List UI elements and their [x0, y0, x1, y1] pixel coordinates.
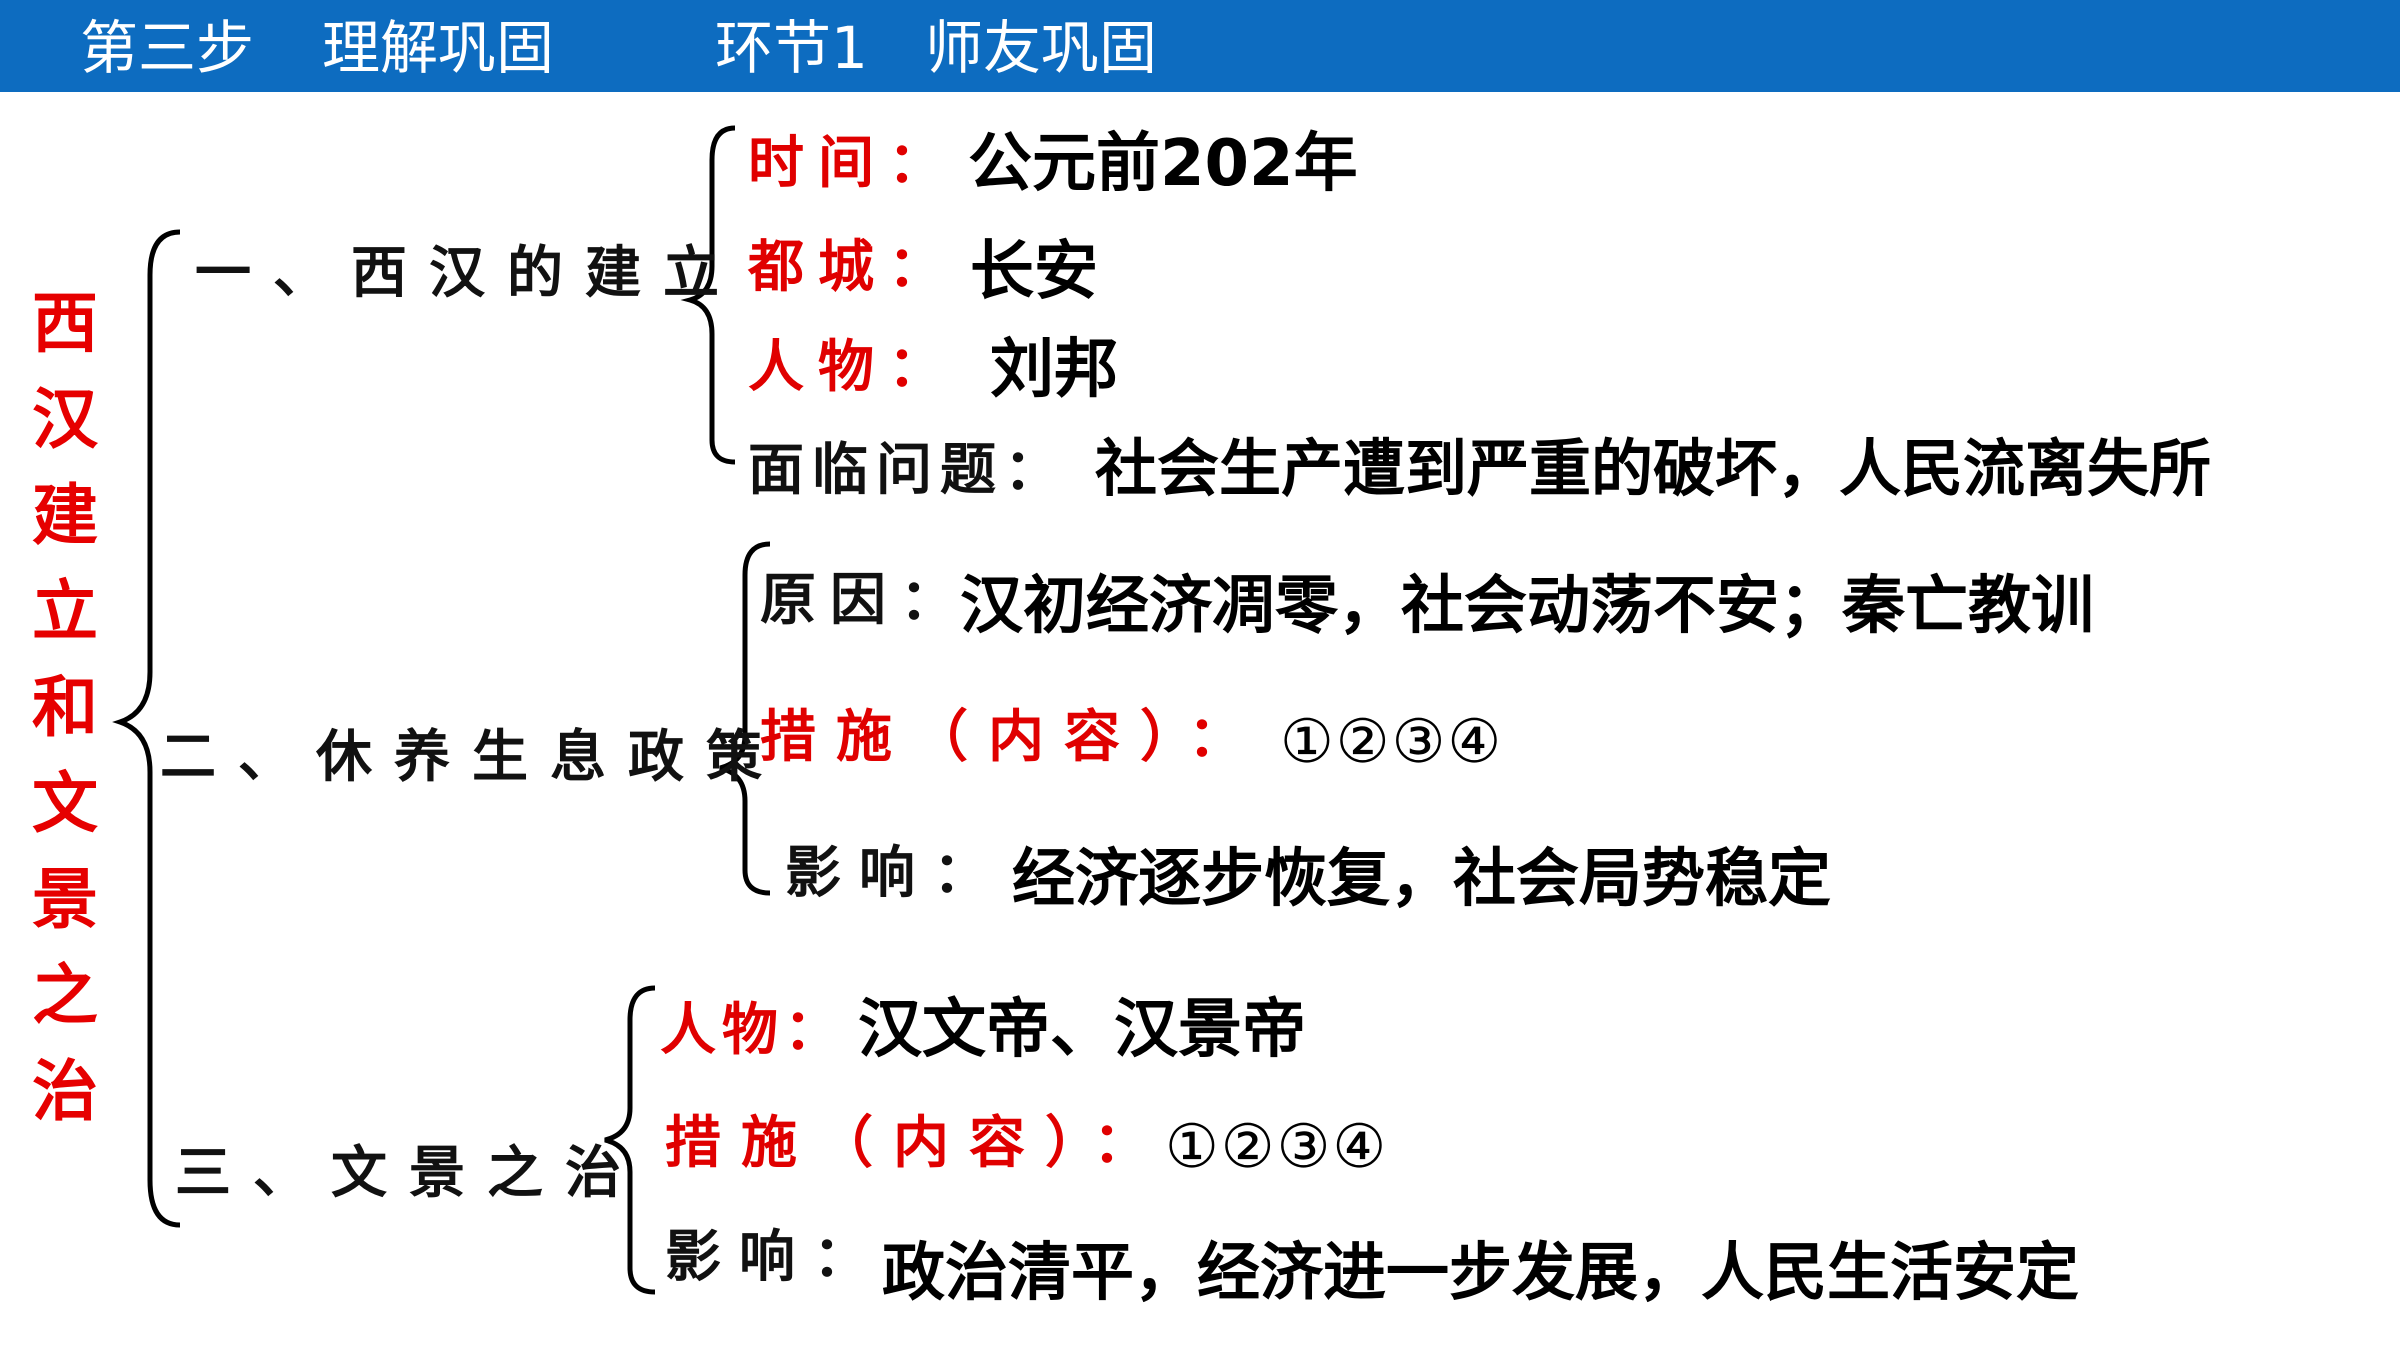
- main-title-char: 和: [32, 668, 98, 746]
- label-problem: 面临问题：: [748, 437, 1068, 503]
- brace-section-2: [719, 541, 771, 896]
- section-heading-2: 二、休养生息政策: [160, 724, 784, 790]
- label-time: 时间：: [748, 130, 958, 196]
- label-measures-2: 措施（内容）：: [760, 704, 1264, 770]
- main-title-char: 汉: [32, 380, 98, 458]
- label-person-3: 人物：: [660, 997, 846, 1063]
- main-title-char: 治: [32, 1052, 98, 1130]
- value-reason: 汉初经济凋零，社会动荡不安；秦亡教训: [960, 569, 2094, 642]
- main-title-char: 景: [32, 860, 98, 938]
- brace-section-3: [604, 985, 656, 1295]
- value-impact-2: 经济逐步恢复，社会局势稳定: [1012, 842, 1831, 915]
- value-impact-3: 政治清平，经济进一步发展，人民生活安定: [882, 1236, 2079, 1309]
- label-person: 人物：: [748, 334, 958, 400]
- step-title: 理解巩固: [322, 14, 555, 82]
- main-title-char: 建: [32, 476, 98, 554]
- value-time: 公元前202年: [968, 127, 1358, 201]
- value-person-3: 汉文帝、汉景帝: [858, 993, 1306, 1067]
- main-title-vertical: 西 汉 建 立 和 文 景 之 治: [20, 275, 110, 1139]
- main-title-char: 立: [32, 572, 98, 650]
- value-measures-3: ①②③④: [1165, 1112, 1389, 1182]
- section-heading-3: 三、文景之治: [175, 1140, 643, 1206]
- value-measures-2: ①②③④: [1280, 707, 1504, 777]
- main-title-char: 之: [32, 956, 98, 1034]
- brace-section-1: [680, 125, 736, 465]
- section-title: 师友巩固: [925, 14, 1158, 82]
- header-bar: 第三步 理解巩固 环节1 师友巩固: [0, 0, 2400, 92]
- label-measures-3: 措施（内容）：: [665, 1110, 1169, 1176]
- main-title-char: 文: [32, 764, 98, 842]
- value-capital: 长安: [970, 235, 1098, 309]
- section-label: 环节1: [715, 14, 868, 82]
- value-person: 刘邦: [990, 333, 1118, 407]
- label-capital: 都城：: [748, 234, 958, 300]
- step-label: 第三步: [80, 14, 255, 82]
- main-brace: [112, 229, 181, 1228]
- label-impact-2: 影响：: [785, 840, 1007, 906]
- label-reason: 原因：: [760, 567, 970, 633]
- main-title-char: 西: [32, 284, 98, 362]
- section-heading-1: 一、西汉的建立: [195, 240, 741, 306]
- value-problem: 社会生产遭到严重的破坏，人民流离失所: [1095, 432, 2212, 505]
- label-impact-3: 影响：: [665, 1224, 887, 1290]
